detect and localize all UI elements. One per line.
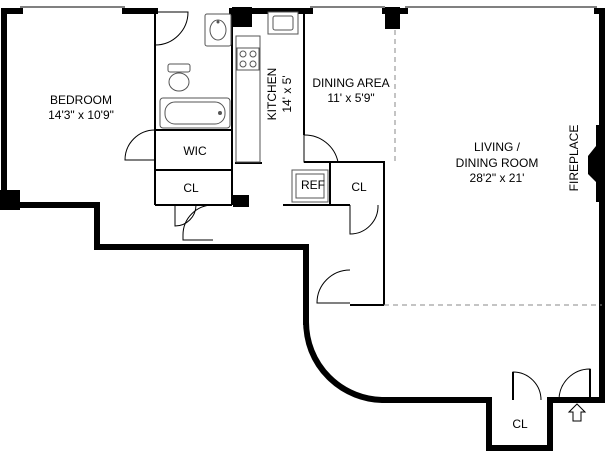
fireplace-icon [588, 125, 602, 202]
ref-label: REF [301, 178, 325, 192]
closet-hall-label: CL [351, 180, 367, 194]
entry-arrow-icon [567, 403, 587, 422]
toilet-icon [167, 63, 191, 92]
dining-area-name: DINING AREA [312, 76, 389, 90]
dining-area-size: 11' x 5'9" [327, 91, 374, 105]
door-swings [124, 11, 591, 401]
kitchen-size: 14' x 5' [280, 75, 294, 112]
living-name-line2: DINING ROOM [456, 156, 539, 170]
fireplace-label: FIREPLACE [567, 125, 581, 192]
living-name-line1: LIVING / [474, 140, 521, 154]
living-size: 28'2" x 21' [470, 171, 525, 185]
kitchen-name: KITCHEN [265, 68, 279, 121]
bathtub-icon [159, 97, 231, 129]
closet-bedroom-label: CL [183, 181, 199, 195]
closet-entry-label: CL [512, 417, 528, 431]
stove-icon [236, 47, 260, 71]
sink-icon [204, 13, 232, 47]
bedroom-size: 14'3" x 10'9" [48, 108, 114, 122]
exterior-walls [1, 8, 605, 451]
bedroom-name: BEDROOM [50, 93, 112, 107]
dashed-openings [384, 30, 602, 306]
wic-label: WIC [183, 144, 207, 158]
column-blocks [0, 7, 400, 210]
interior-walls [154, 11, 385, 306]
ref-box [291, 169, 329, 203]
